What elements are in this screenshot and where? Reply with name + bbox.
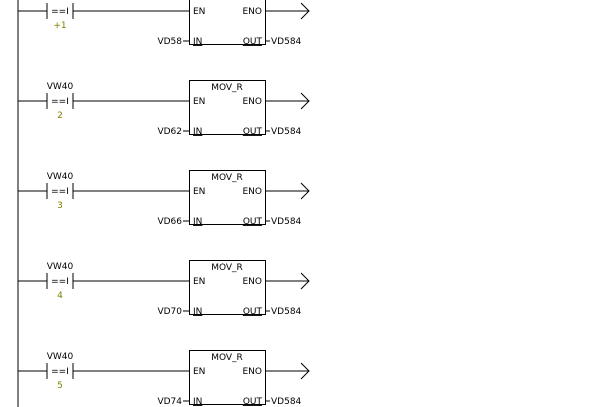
pin-in-label: IN xyxy=(193,397,202,407)
in-operand: VD66 xyxy=(157,217,182,227)
eno-arrow-icon xyxy=(300,2,310,20)
rung-5[interactable]: ==I VW40 5 MOV_R EN ENO IN OUT VD74 VD584 xyxy=(18,350,310,407)
eno-arrow-icon xyxy=(300,362,310,380)
compare-operator: ==I xyxy=(51,367,69,377)
rung-1[interactable]: ==I +1 EN ENO IN OUT VD58 VD584 xyxy=(18,0,310,47)
rung-4[interactable]: ==I VW40 4 MOV_R EN ENO IN OUT VD70 VD584 xyxy=(18,260,310,318)
compare-address: VW40 xyxy=(47,172,74,182)
compare-operator: ==I xyxy=(51,187,69,197)
out-operand: VD584 xyxy=(271,127,302,137)
pin-eno-label: ENO xyxy=(242,97,262,107)
in-operand: VD58 xyxy=(157,37,182,47)
instruction-name: MOV_R xyxy=(211,83,243,93)
out-operand: VD584 xyxy=(271,217,302,227)
eno-arrow-icon xyxy=(300,92,310,110)
mov-r-box[interactable] xyxy=(189,260,266,315)
instruction-name: MOV_R xyxy=(211,263,243,273)
pin-en-label: EN xyxy=(193,97,205,107)
compare-constant: 3 xyxy=(57,201,63,211)
compare-address: VW40 xyxy=(47,82,74,92)
instruction-name: MOV_R xyxy=(211,173,243,183)
eno-arrow-icon xyxy=(300,182,310,200)
mov-r-box[interactable] xyxy=(189,350,266,405)
pin-en-label: EN xyxy=(193,277,205,287)
compare-constant: +1 xyxy=(53,21,66,31)
pin-en-label: EN xyxy=(193,7,205,17)
pin-in-label: IN xyxy=(193,37,202,47)
compare-constant: 4 xyxy=(57,291,63,301)
compare-constant: 2 xyxy=(57,111,63,121)
out-operand: VD584 xyxy=(271,397,302,407)
pin-in-label: IN xyxy=(193,217,202,227)
pin-eno-label: ENO xyxy=(242,7,262,17)
pin-out-label: OUT xyxy=(243,307,263,317)
compare-address: VW40 xyxy=(47,352,74,362)
pin-eno-label: ENO xyxy=(242,277,262,287)
mov-r-box[interactable] xyxy=(189,80,266,135)
mov-r-box[interactable] xyxy=(189,170,266,225)
pin-in-label: IN xyxy=(193,127,202,137)
mov-r-box[interactable] xyxy=(189,0,266,45)
pin-out-label: OUT xyxy=(243,217,263,227)
compare-operator: ==I xyxy=(51,277,69,287)
in-operand: VD74 xyxy=(157,397,182,407)
pin-en-label: EN xyxy=(193,187,205,197)
pin-out-label: OUT xyxy=(243,127,263,137)
out-operand: VD584 xyxy=(271,307,302,317)
pin-eno-label: ENO xyxy=(242,367,262,377)
pin-en-label: EN xyxy=(193,367,205,377)
pin-out-label: OUT xyxy=(243,37,263,47)
compare-constant: 5 xyxy=(57,381,63,391)
instruction-name: MOV_R xyxy=(211,353,243,363)
compare-operator: ==I xyxy=(51,97,69,107)
pin-eno-label: ENO xyxy=(242,187,262,197)
compare-operator: ==I xyxy=(51,7,69,17)
in-operand: VD62 xyxy=(157,127,182,137)
pin-in-label: IN xyxy=(193,307,202,317)
eno-arrow-icon xyxy=(300,272,310,290)
compare-address: VW40 xyxy=(47,262,74,272)
in-operand: VD70 xyxy=(157,307,182,317)
pin-out-label: OUT xyxy=(243,397,263,407)
rung-3[interactable]: ==I VW40 3 MOV_R EN ENO IN OUT VD66 VD584 xyxy=(18,170,310,228)
rung-2[interactable]: ==I VW40 2 MOV_R EN ENO IN OUT VD62 VD584 xyxy=(18,80,310,138)
out-operand: VD584 xyxy=(271,37,302,47)
